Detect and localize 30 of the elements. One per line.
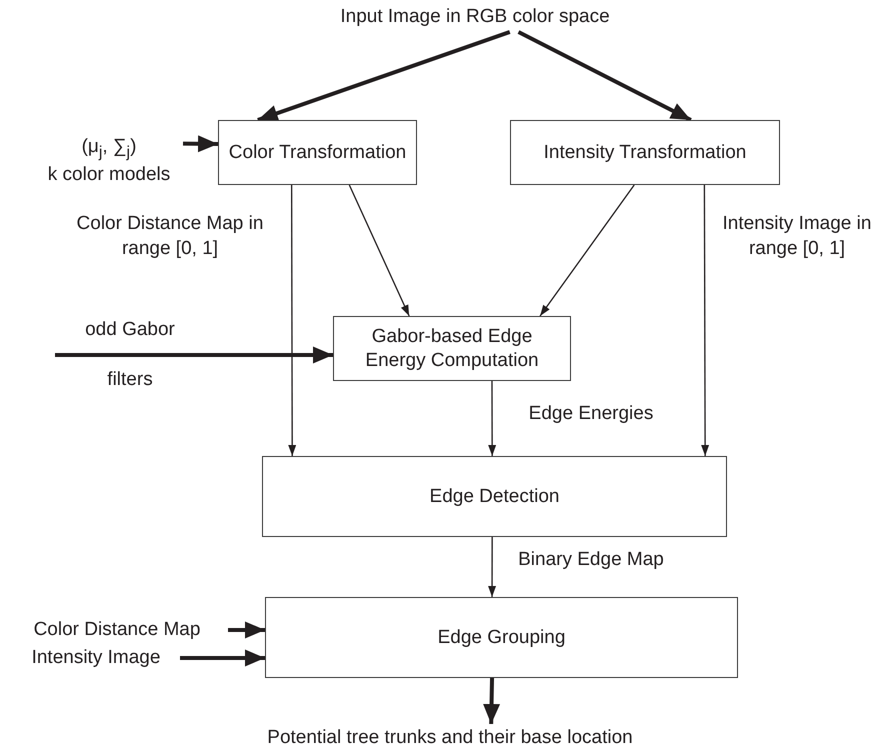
arrow [488,381,496,456]
arrow [488,537,496,597]
arrow [483,678,500,724]
input-label: Intensity Image [32,646,160,670]
process-box [265,597,738,678]
input-label: k color models [48,162,170,187]
input-label: (μ$_{j}$, ∑$_{j}$) [82,135,136,163]
box-label: Edge Grouping [438,626,566,650]
arrow [180,650,265,666]
input-label: Color Distance Map [34,618,200,642]
arrow [257,30,510,122]
box-label: Color Transformation [228,140,406,164]
arrow [55,346,333,364]
process-box [333,316,571,381]
box-label: Intensity Transformation [544,140,746,164]
box-label: Gabor-based Edge Energy Computation [364,324,540,372]
input-label: odd Gabor filters [84,318,176,392]
arrow [288,185,296,456]
box-label: Edge Detection [430,484,560,508]
process-box [262,456,727,537]
input-label: Potential tree trunks and their base location [267,726,633,750]
arrow [182,135,218,152]
arrow [701,185,710,456]
process-box [510,120,780,185]
arrow [228,621,265,638]
arrow [540,184,635,316]
input-label: Input Image in RGB color space [340,5,610,29]
arrow [518,30,692,122]
arrow [348,184,410,316]
process-box [218,120,417,185]
